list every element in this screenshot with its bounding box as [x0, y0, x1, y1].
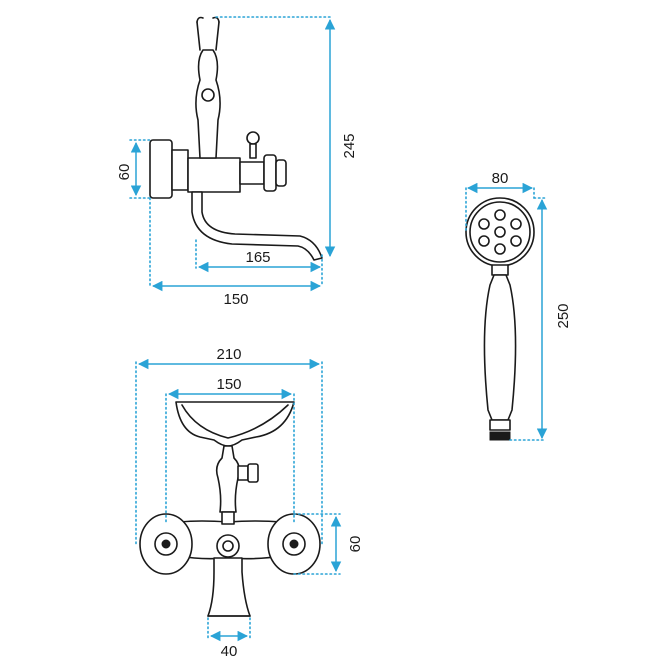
left-handle: [139, 513, 193, 575]
dim-label-side-150: 150: [223, 291, 248, 308]
dim-label-165: 165: [245, 249, 270, 266]
shower-nozzle-pattern: [478, 209, 522, 255]
hand-shower: [465, 182, 548, 441]
right-handle: [267, 513, 321, 575]
dim-label-40: 40: [221, 643, 238, 660]
dim-label-front-150: 150: [216, 376, 241, 393]
front-view-faucet: [135, 358, 342, 642]
dim-label-side-60: 60: [116, 164, 133, 181]
side-view-faucet: [129, 16, 336, 292]
dim-label-80: 80: [492, 170, 509, 187]
dim-label-245: 245: [341, 133, 358, 158]
dim-label-210: 210: [216, 346, 241, 363]
dim-label-front-60: 60: [347, 536, 364, 553]
dim-label-250: 250: [555, 303, 572, 328]
